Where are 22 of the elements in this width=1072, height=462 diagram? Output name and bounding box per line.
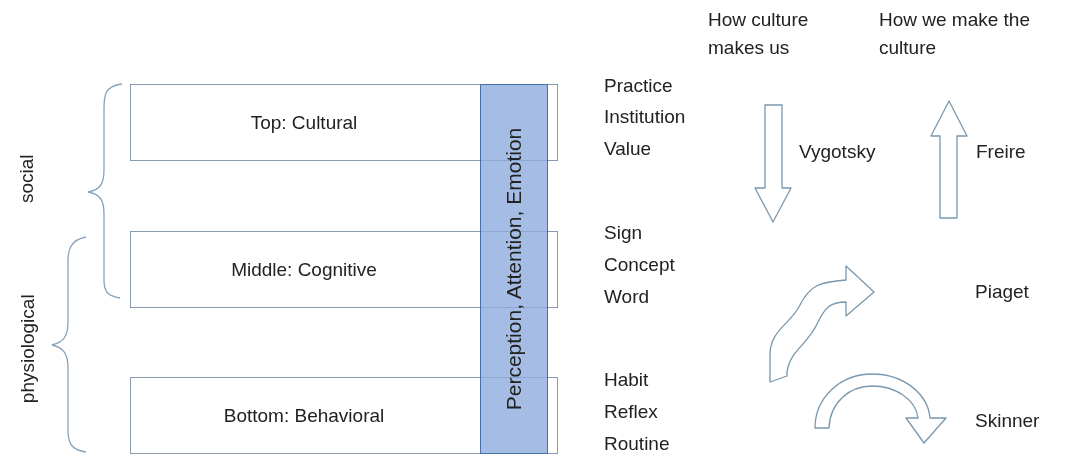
text-label: Word [604, 285, 650, 309]
text-label: Piaget [975, 280, 1029, 304]
text-label: Freire [976, 140, 1026, 164]
text-label: Skinner [975, 409, 1040, 433]
text-label: Routine [604, 432, 670, 456]
text-label: How culture makes us [708, 8, 810, 60]
text-label: Sign [604, 221, 643, 245]
vertical-band [480, 84, 548, 454]
bracket-label: physiological [15, 294, 39, 404]
text-label: Value [604, 137, 652, 161]
text-label: Institution [604, 105, 686, 129]
level-label: Top: Cultural [250, 111, 358, 134]
bracket-label: social [14, 154, 38, 204]
band-text: Perception, Attention, Emotion [502, 127, 526, 411]
level-label: Bottom: Behavioral [223, 404, 385, 427]
text-label: Concept [604, 253, 675, 277]
text-label: Reflex [604, 400, 658, 424]
text-label: Vygotsky [799, 140, 876, 164]
text-label: Practice [604, 74, 673, 98]
text-label: Habit [604, 368, 649, 392]
level-label: Middle: Cognitive [231, 258, 377, 281]
text-label: How we make the culture [879, 8, 1031, 60]
